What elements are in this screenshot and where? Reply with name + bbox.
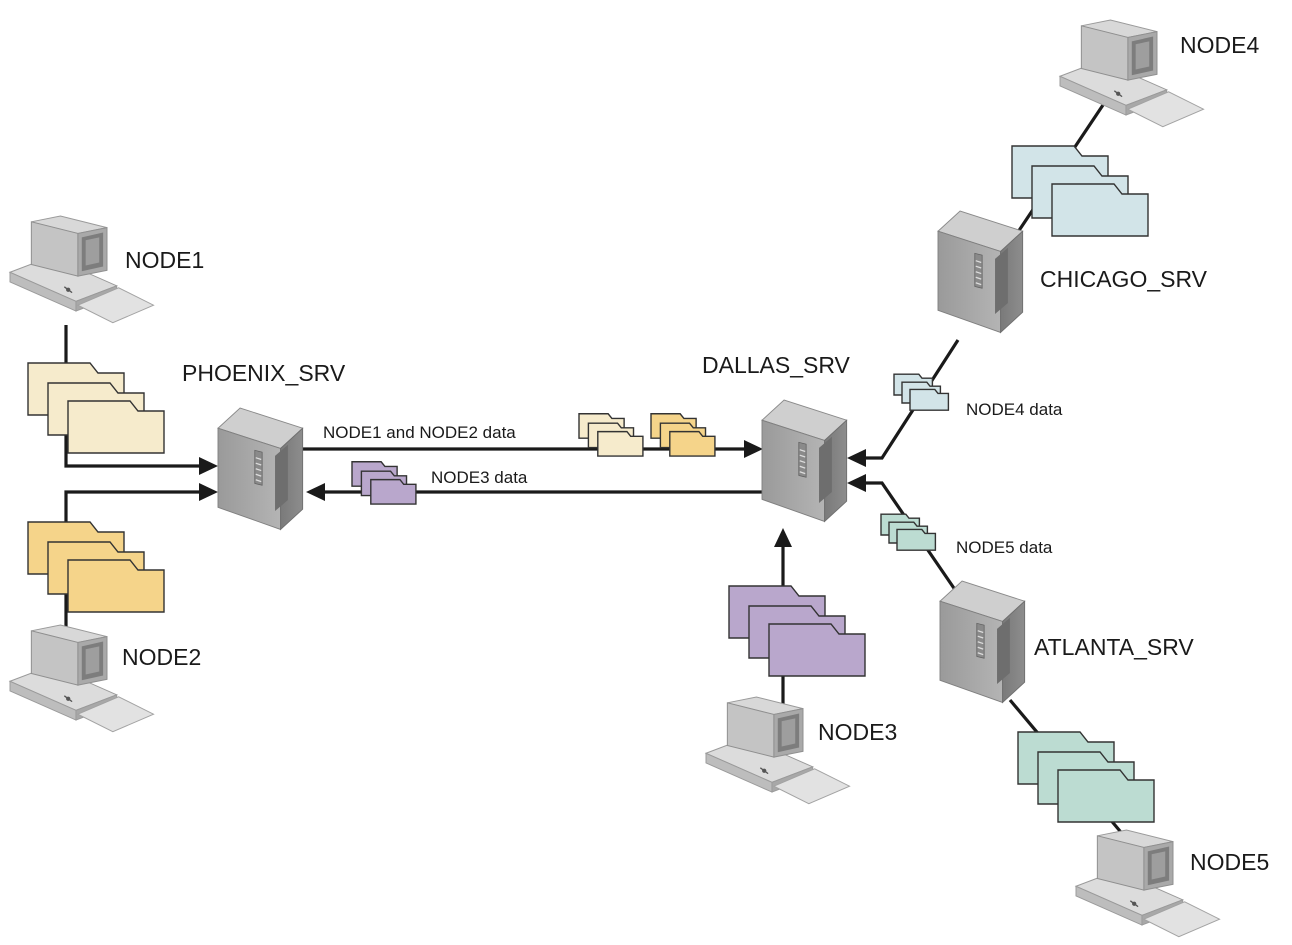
folder-icon (67, 559, 165, 613)
folder-icon (1057, 769, 1155, 823)
server-tower-icon (761, 399, 848, 523)
folder-icon (909, 388, 950, 411)
node3-label: NODE3 (818, 719, 897, 745)
phoenix-out-stack-b (650, 413, 716, 457)
atlanta-out-stack (880, 513, 937, 551)
node4-data-stack (1011, 145, 1149, 237)
link-atlanta-dallas (862, 481, 962, 598)
folder-icon (896, 528, 937, 551)
folder-icon (370, 478, 417, 505)
folder-icon (768, 623, 866, 677)
arrowhead-phoenix-in-1 (199, 457, 218, 475)
arrowhead-phoenix-in-east (306, 483, 325, 501)
node5-workstation[interactable] (1075, 829, 1221, 938)
arrowhead-dallas-in-north-east (847, 449, 866, 467)
workstation-icon (1075, 829, 1221, 938)
node4-label: NODE4 (1180, 32, 1259, 58)
node1-label: NODE1 (125, 247, 204, 273)
phoenix-out-stack-a (578, 413, 644, 457)
node5-label: NODE5 (1190, 849, 1269, 875)
node5-data-stack (1017, 731, 1155, 823)
phoenix-server[interactable] (217, 407, 304, 531)
folder-icon (669, 430, 716, 457)
server-tower-icon (937, 210, 1024, 334)
chicago-server[interactable] (937, 210, 1024, 334)
server-tower-icon (217, 407, 304, 531)
workstation-icon (705, 696, 851, 805)
folder-icon (1051, 183, 1149, 237)
data-stacks (27, 145, 1155, 823)
chicago-server-label: CHICAGO_SRV (1040, 266, 1208, 292)
arrowhead-dallas-in-west (744, 440, 763, 458)
dallas-server-label: DALLAS_SRV (702, 352, 851, 378)
node2-data-stack (27, 521, 165, 613)
flow-label-phoenix-to-dallas: NODE1 and NODE2 data (323, 423, 516, 442)
phoenix-server-label: PHOENIX_SRV (182, 360, 346, 386)
arrowhead-phoenix-in-2 (199, 483, 218, 501)
node2-workstation[interactable] (9, 624, 155, 733)
server-tower-icon (939, 580, 1026, 704)
folder-icon (597, 430, 644, 457)
arrowhead-dallas-in-south-east (847, 474, 866, 492)
flow-label-chicago-to-dallas: NODE4 data (966, 400, 1063, 419)
arrowhead-dallas-in-south (774, 528, 792, 547)
folder-icon (67, 400, 165, 454)
atlanta-server-label: ATLANTA_SRV (1034, 634, 1194, 660)
atlanta-server[interactable] (939, 580, 1026, 704)
node2-label: NODE2 (122, 644, 201, 670)
dallas-server[interactable] (761, 399, 848, 523)
chicago-out-stack (893, 373, 950, 411)
workstation-icon (9, 624, 155, 733)
node3-workstation[interactable] (705, 696, 851, 805)
flow-label-dallas-to-phoenix: NODE3 data (431, 468, 528, 487)
node3-data-stack (728, 585, 866, 677)
dallas-out-stack (351, 461, 417, 505)
flow-label-atlanta-to-dallas: NODE5 data (956, 538, 1053, 557)
node1-data-stack (27, 362, 165, 454)
